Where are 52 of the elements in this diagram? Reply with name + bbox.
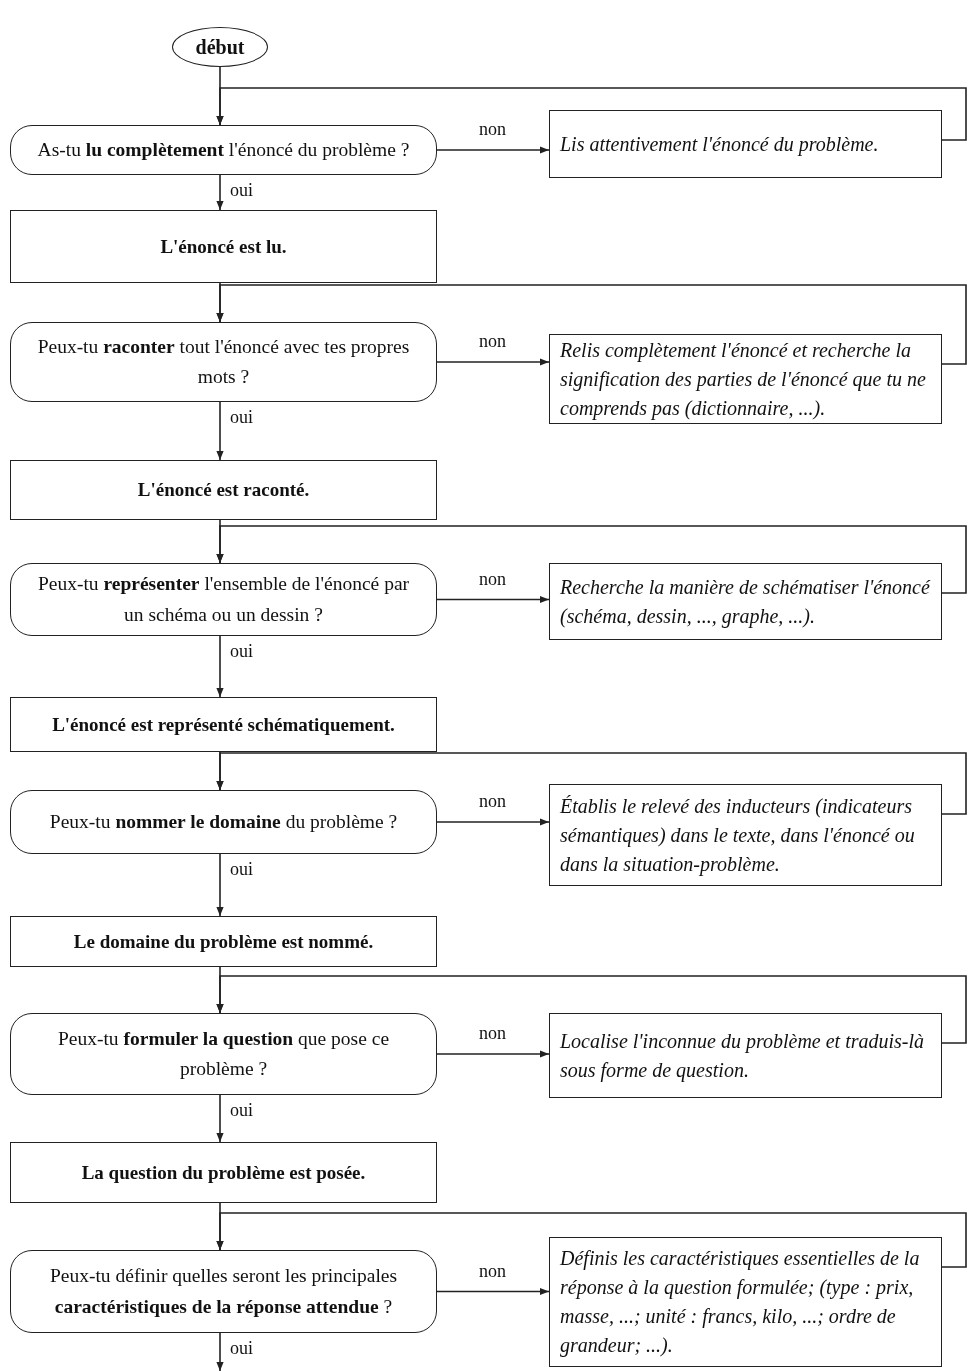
start-label: début bbox=[195, 34, 245, 60]
action-box bbox=[549, 1013, 942, 1098]
arrow bbox=[436, 1050, 550, 1058]
result-box bbox=[10, 916, 437, 967]
arrow bbox=[436, 595, 550, 604]
decision-box bbox=[10, 322, 437, 402]
node-text: Peux-tu définir quelles seront les principales caractéristiques de la réponse attendue ? bbox=[48, 1264, 399, 1319]
node-text: Recherche la manière de schématiser l'énoncé (schéma, dessin, ..., graphe, ...). bbox=[560, 574, 931, 630]
action-box bbox=[549, 1237, 942, 1367]
node-text: Peux-tu représenter l'ensemble de l'énoncé par un schéma ou un dessin ? bbox=[36, 572, 411, 627]
arrow bbox=[216, 1094, 224, 1143]
arrow bbox=[436, 818, 550, 826]
arrow bbox=[216, 174, 224, 211]
node-text: Le domaine du problème est nommé. bbox=[73, 929, 374, 954]
node-text: L'énoncé est lu. bbox=[160, 234, 287, 259]
result-box bbox=[10, 1142, 437, 1203]
result-box bbox=[10, 210, 437, 283]
arrow bbox=[216, 635, 224, 698]
node-text: Peux-tu nommer le domaine du problème ? bbox=[49, 809, 398, 834]
node-text: La question du problème est posée. bbox=[81, 1160, 366, 1185]
loop-back-arrow bbox=[216, 87, 967, 141]
action-box bbox=[549, 784, 942, 886]
node-text: Peux-tu raconter tout l'énoncé avec tes propres mots ? bbox=[36, 334, 411, 389]
loop-back-arrow bbox=[216, 525, 967, 594]
result-box bbox=[10, 460, 437, 520]
node-text: L'énoncé est raconté. bbox=[137, 478, 310, 503]
loop-back-arrow bbox=[216, 1212, 967, 1268]
action-box bbox=[549, 563, 942, 640]
loop-back-arrow bbox=[216, 752, 967, 815]
action-box bbox=[549, 110, 942, 178]
node-text: As-tu lu complètement l'énoncé du problème ? bbox=[37, 137, 410, 162]
decision-box bbox=[10, 563, 437, 636]
node-text: L'énoncé est représenté schématiquement. bbox=[52, 712, 395, 737]
arrow bbox=[436, 146, 550, 154]
arrow bbox=[436, 358, 550, 366]
arrow bbox=[436, 1287, 550, 1296]
node-text: Définis les caractéristiques essentielles de la réponse à la question formulée; (type : prix, masse, ...; unité : francs, kilo, ...; ordre de grandeur; ...). bbox=[560, 1246, 921, 1359]
decision-box bbox=[10, 1250, 437, 1333]
node-text: Établis le relevé des inducteurs (indicateurs sémantiques) dans le texte, dans l'énoncé ou dans la situation-problème. bbox=[560, 793, 916, 878]
decision-box bbox=[10, 790, 437, 854]
node-text: Lis attentivement l'énoncé du problème. bbox=[560, 131, 879, 158]
arrow bbox=[216, 401, 224, 461]
node-text: Localise l'inconnue du problème et traduis-là sous forme de question. bbox=[560, 1028, 926, 1084]
decision-box bbox=[10, 1013, 437, 1095]
node-text: Peux-tu formuler la question que pose ce problème ? bbox=[56, 1026, 391, 1081]
arrow bbox=[216, 1332, 224, 1371]
node-text: Relis complètement l'énoncé et recherche la signification des parties de l'énoncé que tu ne comprends pas (dictionnaire, ...). bbox=[560, 337, 927, 422]
loop-back-arrow bbox=[216, 284, 967, 365]
arrow bbox=[216, 853, 224, 917]
decision-box bbox=[10, 125, 437, 175]
result-box bbox=[10, 697, 437, 752]
loop-back-arrow bbox=[216, 975, 967, 1044]
